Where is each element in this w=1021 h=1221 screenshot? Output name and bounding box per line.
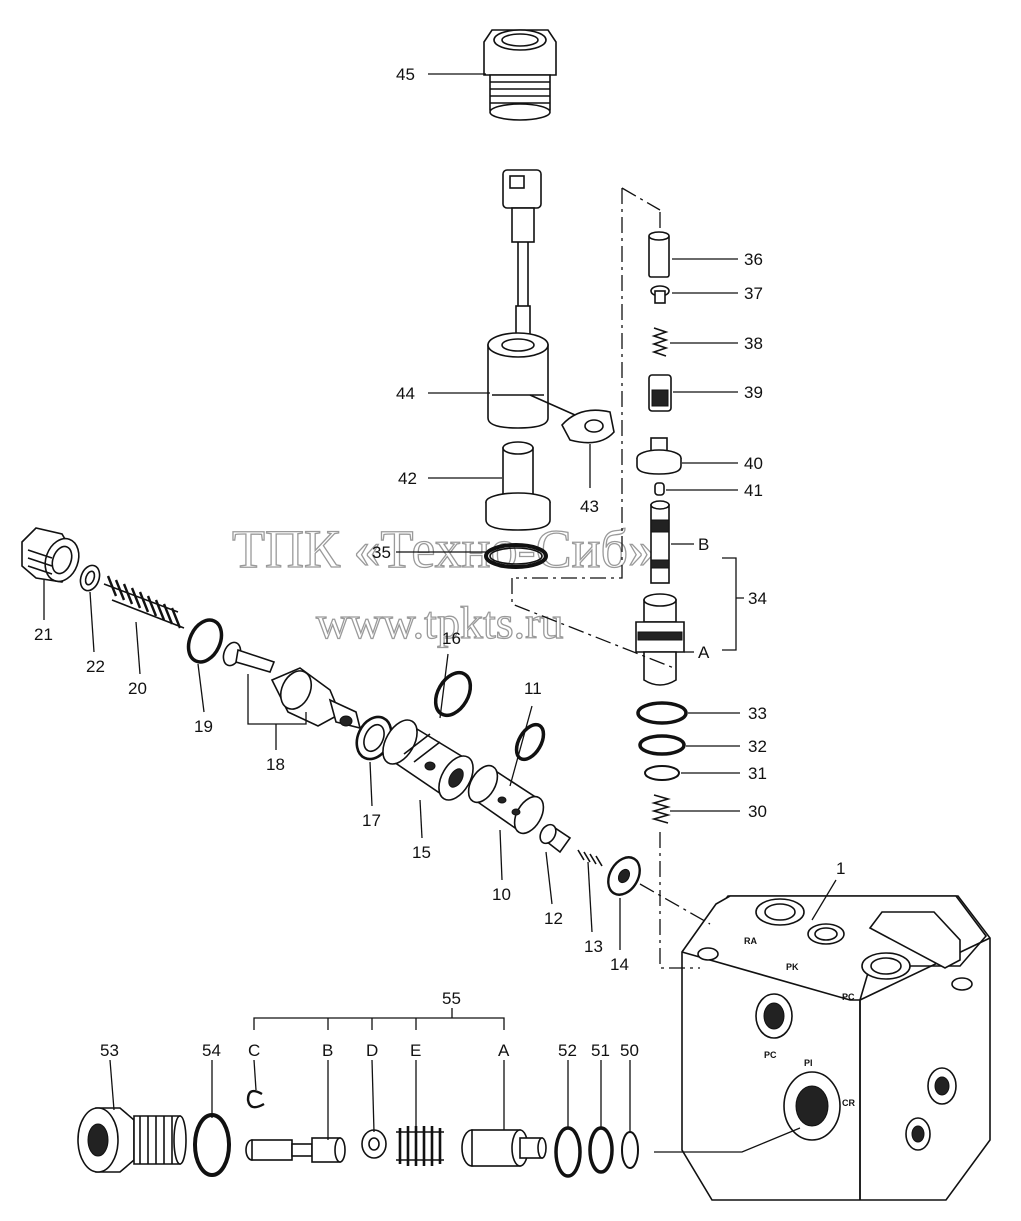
callout-33: 33: [748, 704, 767, 723]
callout-1: 1: [836, 859, 845, 878]
part-51-o-ring: [588, 1126, 614, 1174]
part-12-cap: [539, 823, 572, 854]
callout-55-b: B: [322, 1041, 333, 1060]
part-41-ball: [654, 482, 665, 496]
part-16-o-ring: [433, 670, 473, 718]
callout-19: 19: [194, 717, 213, 736]
callout-10: 10: [492, 885, 511, 904]
callout-55-e: E: [410, 1041, 421, 1060]
callout-38: 38: [744, 334, 763, 353]
part-55e-spring: [396, 1126, 444, 1166]
part-36-sleeve: [648, 231, 670, 278]
callout-37: 37: [744, 284, 763, 303]
part-53-plug: [77, 1107, 187, 1173]
part-45-cap: [483, 29, 557, 121]
part-52-o-ring: [554, 1126, 582, 1178]
port-label-pc-top: PC: [842, 992, 855, 1002]
callout-36: 36: [744, 250, 763, 269]
part-38-spring: [651, 327, 669, 357]
part-43-plate: [561, 409, 615, 444]
part-34-valve-assembly: [635, 500, 685, 686]
callout-30: 30: [748, 802, 767, 821]
part-22-washer: [79, 564, 101, 592]
part-54-o-ring: [193, 1113, 231, 1177]
part-19-o-ring: [186, 618, 224, 664]
part-32-o-ring: [638, 734, 686, 756]
part-1-valve-body: RA PK PC PC PI CR: [681, 895, 991, 1201]
part-10-plunger: [467, 764, 545, 835]
centerline-right-column: [516, 187, 661, 579]
part-13-spring: [577, 849, 603, 867]
part-55a-poppet: [461, 1129, 547, 1167]
callout-42: 42: [398, 469, 417, 488]
part-15-sleeve: [382, 719, 474, 801]
callout-39: 39: [744, 383, 763, 402]
part-42-core: [485, 441, 551, 531]
part-11-o-ring: [514, 722, 546, 762]
callout-20: 20: [128, 679, 147, 698]
leader-lines: [43, 73, 837, 1153]
port-label-cr: CR: [842, 1098, 855, 1108]
callout-11: 11: [524, 679, 542, 698]
part-20-spring: [103, 575, 185, 629]
callout-15: 15: [412, 843, 431, 862]
callout-34-a: A: [698, 643, 710, 662]
part-50-o-ring: [621, 1131, 639, 1169]
part-14-washer: [607, 856, 641, 896]
callout-34-b: B: [698, 535, 709, 554]
callout-55-c: C: [248, 1041, 260, 1060]
watermark-line-2: www.tpkts.ru: [316, 597, 563, 648]
callout-52: 52: [558, 1041, 577, 1060]
callout-17: 17: [362, 811, 381, 830]
callout-14: 14: [610, 955, 629, 974]
callout-53: 53: [100, 1041, 119, 1060]
callout-43: 43: [580, 497, 599, 516]
port-label-pc-front: PC: [764, 1050, 777, 1060]
callout-55: 55: [442, 989, 461, 1008]
port-label-ra: RA: [744, 936, 757, 946]
watermark-line-1: ТПК «Техно-Сиб»: [232, 519, 655, 579]
part-18-spool: [222, 641, 362, 730]
callout-13: 13: [584, 937, 603, 956]
part-35-o-ring: [484, 543, 548, 569]
callout-22: 22: [86, 657, 105, 676]
callout-12: 12: [544, 909, 563, 928]
port-label-pk: PK: [786, 962, 799, 972]
callout-55-d: D: [366, 1041, 378, 1060]
callout-41: 41: [744, 481, 763, 500]
callout-21: 21: [34, 625, 53, 644]
callout-55-a: A: [498, 1041, 510, 1060]
callout-45: 45: [396, 65, 415, 84]
part-40-seat: [636, 437, 682, 475]
part-30-spring: [651, 794, 671, 824]
callout-16: 16: [442, 629, 461, 648]
part-44-solenoid: [487, 169, 576, 429]
part-37-pin: [650, 285, 670, 304]
part-55d-washer: [361, 1129, 387, 1159]
callout-32: 32: [748, 737, 767, 756]
callout-54: 54: [202, 1041, 221, 1060]
part-39-poppet: [648, 374, 672, 412]
part-55b-spool: [245, 1137, 346, 1163]
callout-51: 51: [591, 1041, 610, 1060]
callout-44: 44: [396, 384, 415, 403]
callout-31: 31: [748, 764, 767, 783]
part-33-o-ring: [636, 701, 688, 725]
part-31-o-ring: [644, 765, 680, 781]
part-55c-snap-ring: [246, 1089, 265, 1109]
port-label-pi: PI: [804, 1058, 813, 1068]
callout-18: 18: [266, 755, 285, 774]
callout-50: 50: [620, 1041, 639, 1060]
callout-40: 40: [744, 454, 763, 473]
callout-34: 34: [748, 589, 767, 608]
callout-35: 35: [372, 543, 391, 562]
part-21-plug: [21, 527, 80, 583]
